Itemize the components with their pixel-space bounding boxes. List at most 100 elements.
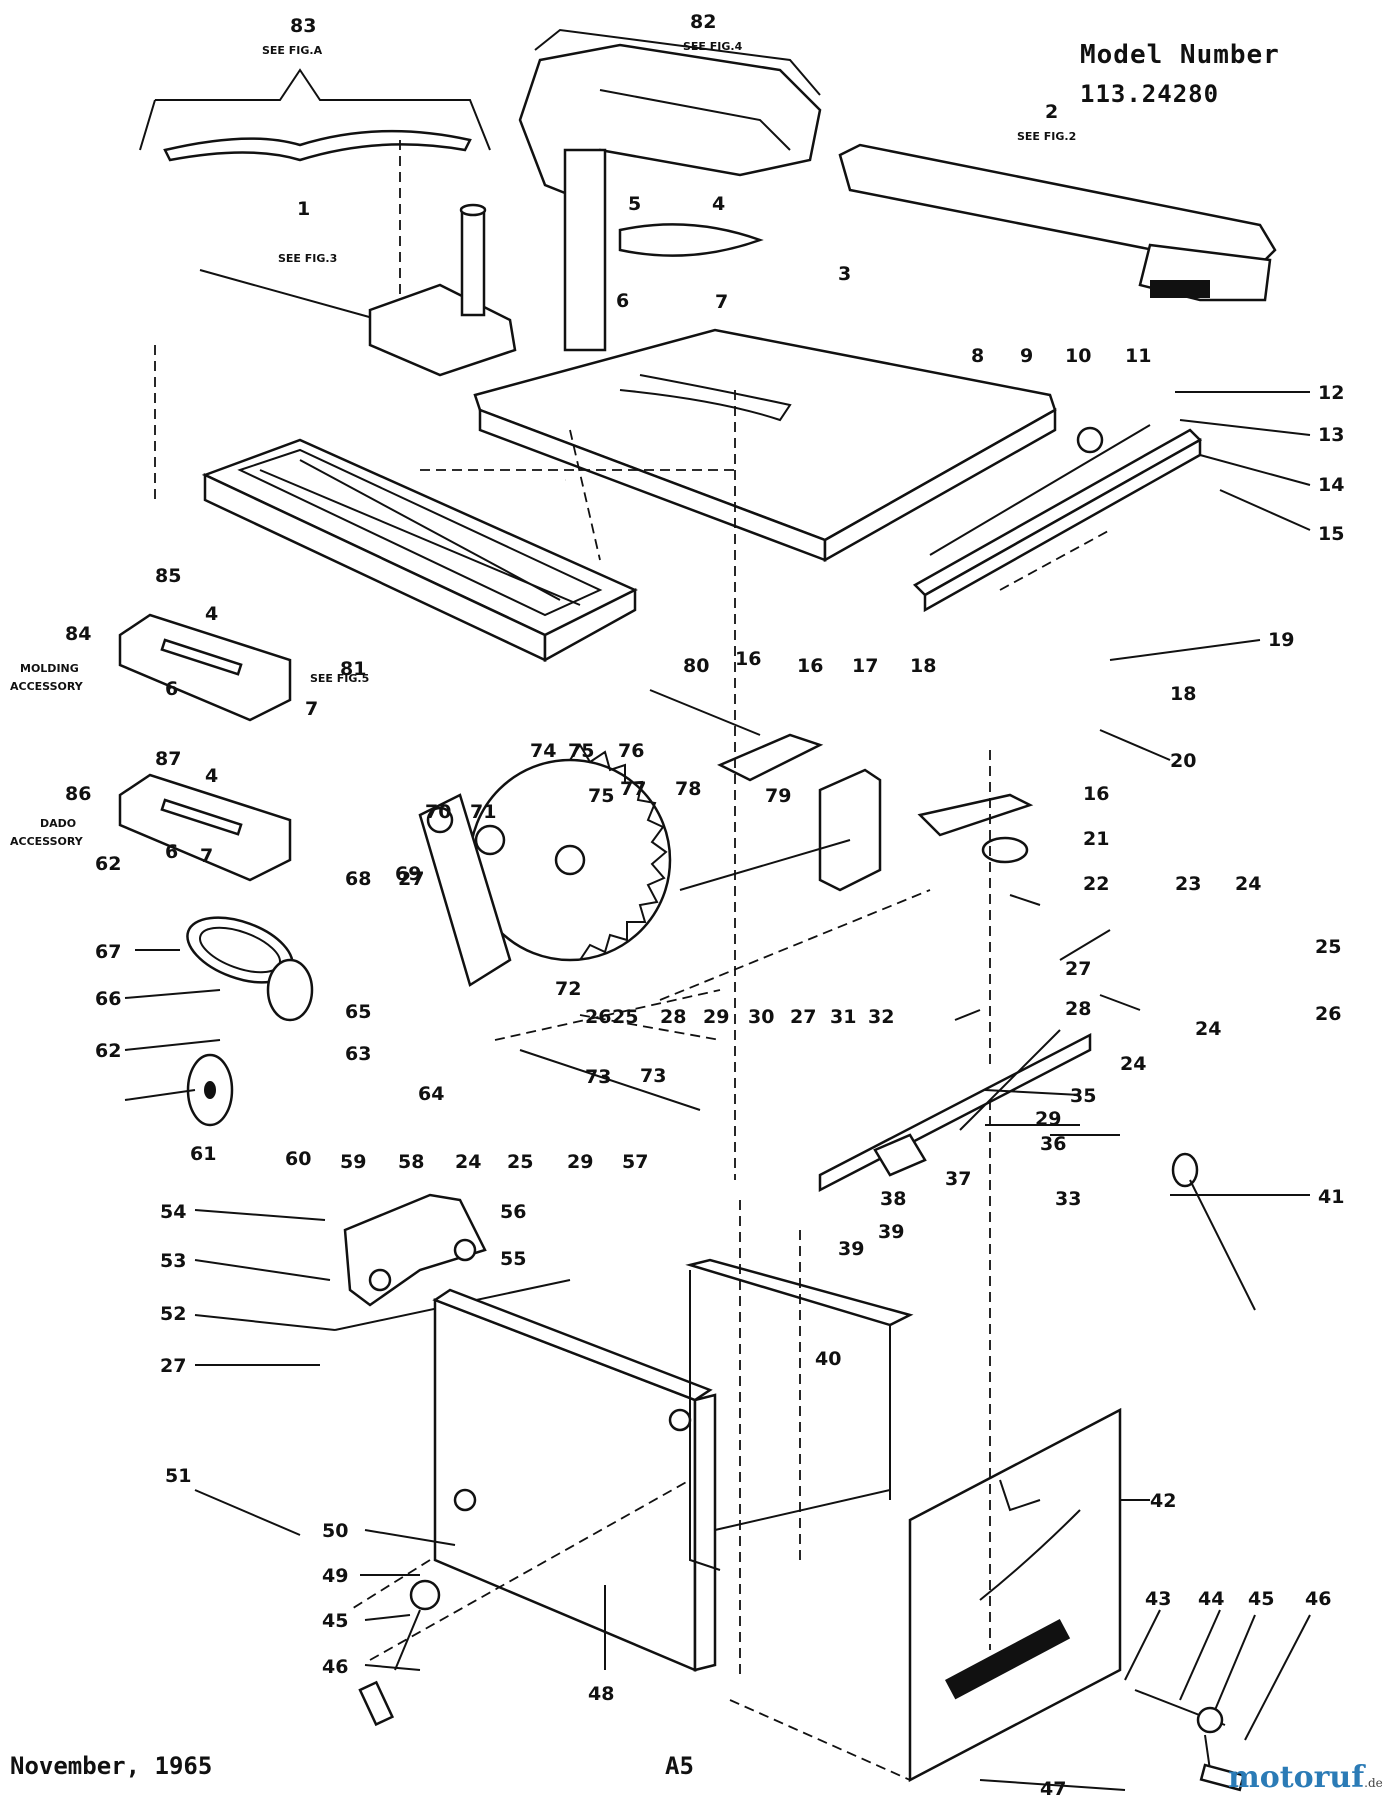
model-number-value: 113.24280 (1080, 80, 1220, 108)
callout-27d: 27 (160, 1355, 186, 1377)
callout-72: 72 (555, 978, 581, 1000)
callout-84: 84 (65, 623, 91, 645)
callout-27: 27 (1065, 958, 1091, 980)
callout-21: 21 (1083, 828, 1109, 850)
callout-26: 26 (585, 1006, 611, 1028)
molding-label: MOLDING (20, 662, 79, 675)
callout-69: 69 (395, 863, 421, 885)
callout-25c: 25 (612, 1006, 638, 1028)
callout-17: 17 (852, 655, 878, 677)
dado-accessory-label: ACCESSORY (10, 835, 84, 848)
callout-53: 53 (160, 1250, 186, 1272)
molding-accessory-label: ACCESSORY (10, 680, 84, 693)
callout-85: 85 (155, 565, 181, 587)
callout-18: 18 (1170, 683, 1196, 705)
callout-63: 63 (345, 1043, 371, 1065)
callout-83-ref: SEE FIG.A (262, 44, 323, 57)
molding-accessory-plate (118, 613, 292, 722)
callout-4: 4 (712, 193, 725, 215)
callout-74: 74 (530, 740, 556, 762)
callout-24d: 24 (455, 1151, 481, 1173)
callout-45: 45 (1248, 1588, 1274, 1610)
callout-3: 3 (838, 263, 851, 285)
callout-23: 23 (1175, 873, 1201, 895)
arbor-bracket (418, 793, 512, 987)
callout-40: 40 (815, 1348, 841, 1370)
callout-2-ref: SEE FIG.2 (1017, 130, 1076, 143)
callout-16: 16 (797, 655, 823, 677)
watermark-tld: .de (1364, 1776, 1383, 1790)
callout-36: 36 (1040, 1133, 1066, 1155)
callout-48: 48 (588, 1683, 614, 1705)
callout-81-ref: SEE FIG.5 (310, 672, 369, 685)
callout-39: 39 (878, 1221, 904, 1243)
blade-guard-housing (518, 28, 822, 352)
arbor-washer (474, 824, 506, 856)
callout-28b: 28 (660, 1006, 686, 1028)
callout-68: 68 (345, 868, 371, 890)
callout-7c: 7 (200, 845, 213, 867)
callout-4c: 4 (205, 765, 218, 787)
callout-14: 14 (1318, 474, 1344, 496)
callout-labels: 83 SEE FIG.A 82 SEE FIG.4 2 SEE FIG.2 1 … (10, 11, 1344, 1800)
callout-29: 29 (1035, 1108, 1061, 1130)
callout-82: 82 (690, 11, 716, 33)
callout-43: 43 (1145, 1588, 1171, 1610)
model-number-label: Model Number (1080, 40, 1280, 70)
callout-86: 86 (65, 783, 91, 805)
callout-45b: 45 (322, 1610, 348, 1632)
callout-30: 30 (748, 1006, 774, 1028)
callout-47: 47 (1040, 1778, 1066, 1800)
front-panel (908, 1407, 1122, 1783)
callout-60: 60 (285, 1148, 311, 1170)
callout-54: 54 (160, 1201, 186, 1223)
callout-87: 87 (155, 748, 181, 770)
callout-42: 42 (1150, 1490, 1176, 1512)
arbor-wrench (1171, 1152, 1256, 1311)
callout-2: 2 (1045, 101, 1058, 123)
dado-label: DADO (40, 817, 76, 830)
callout-29b: 29 (567, 1151, 593, 1173)
callout-6b: 6 (165, 678, 178, 700)
callout-61: 61 (190, 1143, 216, 1165)
callout-66: 66 (95, 988, 121, 1010)
tilt-shaft (519, 689, 851, 1111)
callout-10: 10 (1065, 345, 1091, 367)
callout-1: 1 (297, 198, 310, 220)
hand-crank-left (358, 1579, 441, 1727)
callout-57: 57 (622, 1151, 648, 1173)
callout-39b: 39 (838, 1238, 864, 1260)
watermark-logo: motoruf.de (1228, 1760, 1383, 1795)
callout-64: 64 (418, 1083, 444, 1105)
assembly-lines (154, 345, 1111, 1781)
callout-16b: 16 (1083, 783, 1109, 805)
drive-belt (186, 916, 314, 1022)
callout-44: 44 (1198, 1588, 1224, 1610)
callout-46: 46 (1305, 1588, 1331, 1610)
callout-24: 24 (1235, 873, 1261, 895)
callout-38: 38 (880, 1188, 906, 1210)
callout-13: 13 (1318, 424, 1344, 446)
callout-15: 15 (1318, 523, 1344, 545)
page-number: A5 (665, 1752, 694, 1780)
callout-77: 77 (620, 778, 646, 800)
callout-49: 49 (322, 1565, 348, 1587)
callout-9: 9 (1020, 345, 1033, 367)
trunnion-bracket (717, 733, 1034, 892)
callout-50: 50 (322, 1520, 348, 1542)
callout-31: 31 (830, 1006, 856, 1028)
callout-20: 20 (1170, 750, 1196, 772)
watermark-brand: motoruf (1228, 1760, 1365, 1795)
callout-82-ref: SEE FIG.4 (683, 40, 743, 53)
callout-75: 75 (588, 785, 614, 807)
callout-1-ref: SEE FIG.3 (278, 252, 337, 265)
callout-78: 78 (675, 778, 701, 800)
base-rail (818, 1029, 1092, 1193)
callout-62b: 62 (95, 1040, 121, 1062)
callout-19: 19 (1268, 629, 1294, 651)
callout-58: 58 (398, 1151, 424, 1173)
callout-33: 33 (1055, 1188, 1081, 1210)
hand-crank-right (1134, 1689, 1246, 1792)
callout-5: 5 (628, 193, 641, 215)
